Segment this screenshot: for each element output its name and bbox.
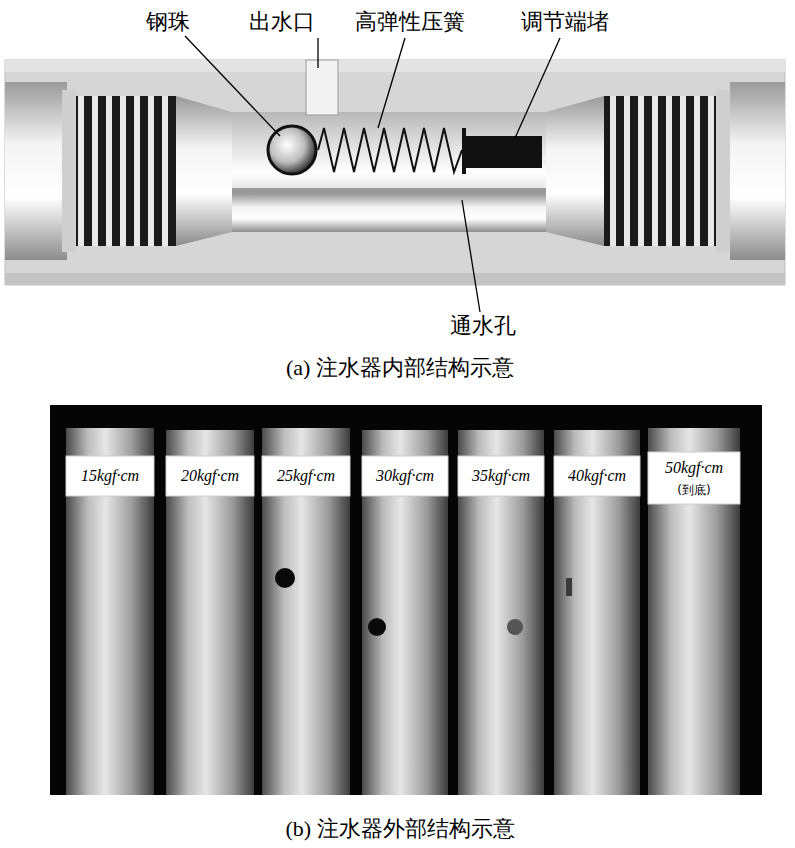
part-label: 高弹性压簧: [355, 9, 465, 34]
pressure-label: 30kgf·cm: [375, 467, 435, 485]
pressure-label: 35kgf·cm: [471, 467, 531, 485]
pressure-label: 20kgf·cm: [180, 467, 240, 485]
part-label: 钢珠: [146, 9, 190, 34]
part-label: 通水孔: [450, 313, 516, 338]
caption: (a) 注水器内部结构示意: [286, 355, 514, 380]
pressure-label: 50kgf·cm: [664, 459, 724, 477]
part-label: 调节端堵: [521, 9, 609, 34]
pressure-label: 15kgf·cm: [80, 467, 140, 485]
caption: (b) 注水器外部结构示意: [285, 816, 514, 841]
pressure-label: 40kgf·cm: [567, 467, 627, 485]
pressure-note: (到底): [676, 484, 711, 498]
pressure-label: 25kgf·cm: [276, 467, 336, 485]
part-label: 出水口: [249, 9, 315, 34]
